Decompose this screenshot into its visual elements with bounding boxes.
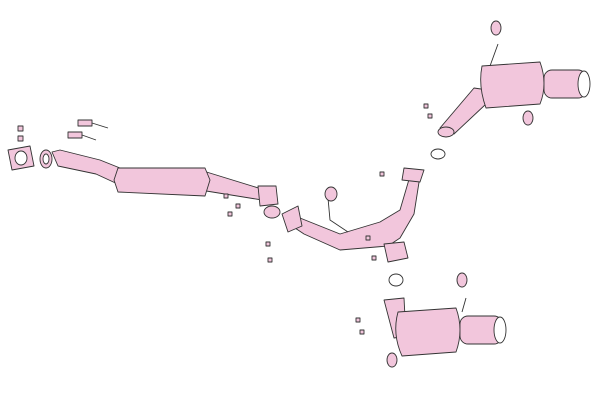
gasket-ring <box>430 148 446 160</box>
y-pipe-inlet-flange <box>281 205 303 233</box>
rubber-hanger <box>490 20 502 36</box>
rubber-hanger <box>324 186 338 202</box>
left-hanger <box>461 297 467 313</box>
rubber-hanger <box>522 110 534 126</box>
bolt-spring-set <box>17 119 109 142</box>
right-tail-tip-opening <box>577 70 591 98</box>
front-flange <box>7 145 35 171</box>
front-gasket <box>39 149 53 169</box>
right-hanger <box>489 43 499 67</box>
rubber-hanger <box>386 352 398 368</box>
y-pipe-lower-flange <box>383 241 409 263</box>
left-tail-tip-opening <box>493 316 507 344</box>
hanger-rod <box>327 197 349 233</box>
left-muffler <box>395 307 461 357</box>
center-resonator <box>113 167 211 197</box>
nuts <box>223 103 433 335</box>
y-pipe-upper-flange <box>401 167 425 183</box>
right-inlet-flange <box>437 126 455 138</box>
rubber-hanger <box>456 272 468 288</box>
front-pipe-outlet-flange <box>257 185 279 207</box>
gasket-ring <box>388 273 404 287</box>
y-pipe <box>285 175 421 251</box>
gasket <box>263 205 281 219</box>
right-muffler <box>480 61 545 109</box>
